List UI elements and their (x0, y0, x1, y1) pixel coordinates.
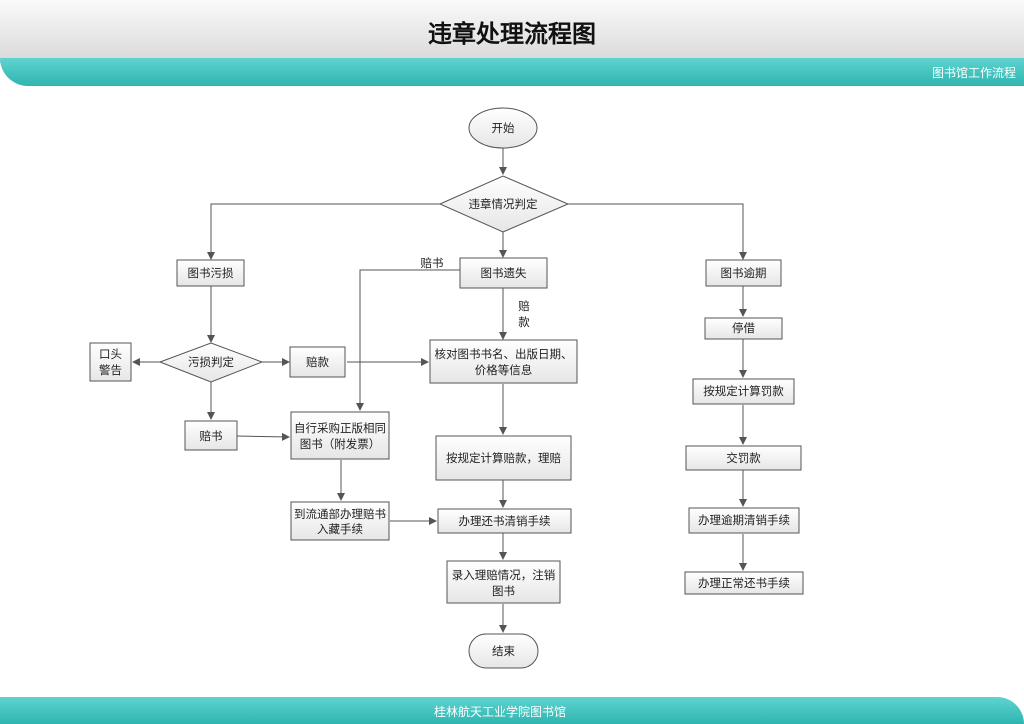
node-record-label-1: 录入理赔情况，注销 (452, 568, 556, 582)
node-warning-label-1: 口头 (99, 347, 122, 361)
node-overdue: 图书逾期 (705, 259, 782, 287)
node-damaged-label: 图书污损 (188, 266, 234, 280)
header-band: 图书馆工作流程 (0, 58, 1024, 86)
edge-label-lost-money-1: 赔 (518, 299, 530, 313)
node-suspend: 停借 (704, 317, 783, 340)
node-calc-fine-label: 按规定计算罚款 (703, 384, 784, 398)
node-calc-comp: 按规定计算赔款，理赔 (435, 435, 572, 481)
node-calc-comp-label: 按规定计算赔款，理赔 (446, 451, 561, 465)
node-lost-label: 图书遗失 (481, 266, 527, 280)
node-overdue-cancel: 办理逾期清销手续 (688, 507, 800, 534)
node-record-label-2: 图书 (492, 584, 515, 598)
node-overdue-cancel-label: 办理逾期清销手续 (698, 513, 790, 527)
node-circulation-label-1: 到流通部办理赔书 (294, 507, 386, 521)
node-circulation-label-2: 入藏手续 (317, 522, 363, 536)
edge-book-purchase (236, 432, 290, 441)
node-fine-damage-label: 赔款 (306, 355, 329, 369)
node-damage-judge: 污损判定 (158, 342, 264, 383)
node-judge: 违章情况判定 (438, 175, 570, 233)
edge-labels: 赔书 赔 款 (421, 256, 531, 329)
node-start: 开始 (468, 107, 538, 149)
node-record: 录入理赔情况，注销 图书 (446, 560, 561, 604)
node-normal-return: 办理正常还书手续 (684, 571, 804, 595)
node-verify: 核对图书书名、出版日期、 价格等信息 (429, 339, 578, 384)
node-judge-label: 违章情况判定 (469, 197, 538, 211)
node-verify-label-2: 价格等信息 (475, 363, 533, 377)
node-overdue-label: 图书逾期 (721, 266, 767, 280)
node-damaged: 图书污损 (176, 259, 245, 287)
node-return-cancel-label: 办理还书清销手续 (459, 514, 551, 528)
node-start-label: 开始 (492, 121, 515, 135)
edge-label-lost-book: 赔书 (421, 256, 444, 270)
node-fine-damage: 赔款 (289, 346, 346, 378)
edges (132, 148, 747, 633)
node-lost: 图书遗失 (459, 257, 548, 289)
footer: 桂林航天工业学院图书馆 (0, 697, 1024, 724)
node-circulation: 到流通部办理赔书 入藏手续 (290, 501, 390, 541)
node-purchase-label-2: 图书（附发票） (300, 437, 381, 451)
edge-label-lost-money-2: 款 (518, 315, 530, 329)
node-verify-label-1: 核对图书书名、出版日期、 (435, 347, 573, 361)
node-pay-fine: 交罚款 (685, 445, 802, 471)
node-end: 结束 (468, 633, 539, 669)
node-warning-label-2: 警告 (99, 363, 122, 377)
node-end-label: 结束 (492, 644, 515, 658)
node-warning: 口头 警告 (89, 342, 132, 382)
node-purchase-label-1: 自行采购正版相同 (294, 421, 386, 435)
node-calc-fine: 按规定计算罚款 (692, 378, 795, 405)
node-return-cancel: 办理还书清销手续 (437, 508, 572, 534)
edge-judge-overdue (568, 203, 747, 260)
node-pay-fine-label: 交罚款 (726, 451, 761, 465)
edge-judge-damaged (207, 203, 440, 260)
edge-lost-purchase (356, 269, 460, 411)
node-damage-judge-label: 污损判定 (188, 355, 234, 369)
node-purchase: 自行采购正版相同 图书（附发票） (290, 411, 390, 460)
header: 违章处理流程图 (0, 0, 1024, 63)
footer-org: 桂林航天工业学院图书馆 (433, 705, 566, 719)
node-normal-return-label: 办理正常还书手续 (698, 576, 790, 590)
node-suspend-label: 停借 (732, 321, 755, 335)
band-subtitle: 图书馆工作流程 (931, 66, 1016, 80)
node-book-damage-label: 赔书 (200, 429, 223, 443)
node-book-damage: 赔书 (184, 420, 238, 451)
page-title: 违章处理流程图 (428, 20, 596, 48)
